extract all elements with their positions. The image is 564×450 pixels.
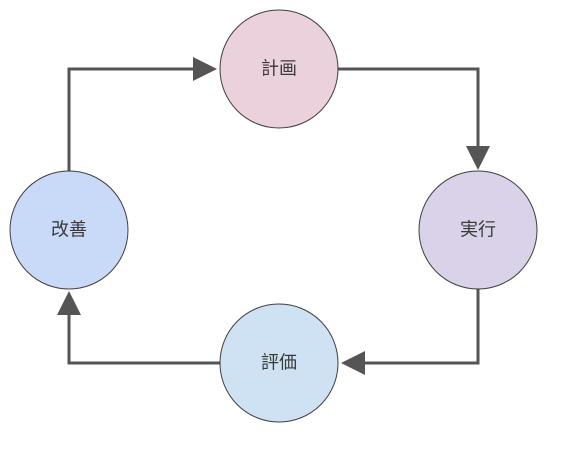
node-do-label: 実行 — [460, 220, 496, 241]
node-act-circle — [9, 170, 129, 290]
node-do-circle — [418, 170, 538, 290]
node-plan-circle — [219, 9, 339, 129]
edge-plan-to-do — [338, 67, 490, 170]
node-do: 実行 — [418, 170, 538, 290]
edge-do-to-check — [341, 289, 480, 375]
node-plan: 計画 — [219, 9, 339, 129]
edge-act-to-plan — [67, 57, 217, 171]
edge-check-to-act — [57, 291, 220, 365]
node-act-label: 改善 — [51, 220, 87, 241]
node-check-circle — [219, 303, 339, 423]
node-act: 改善 — [9, 170, 129, 290]
node-check: 評価 — [219, 303, 339, 423]
node-plan-label: 計画 — [261, 59, 297, 80]
node-check-label: 評価 — [261, 353, 297, 374]
